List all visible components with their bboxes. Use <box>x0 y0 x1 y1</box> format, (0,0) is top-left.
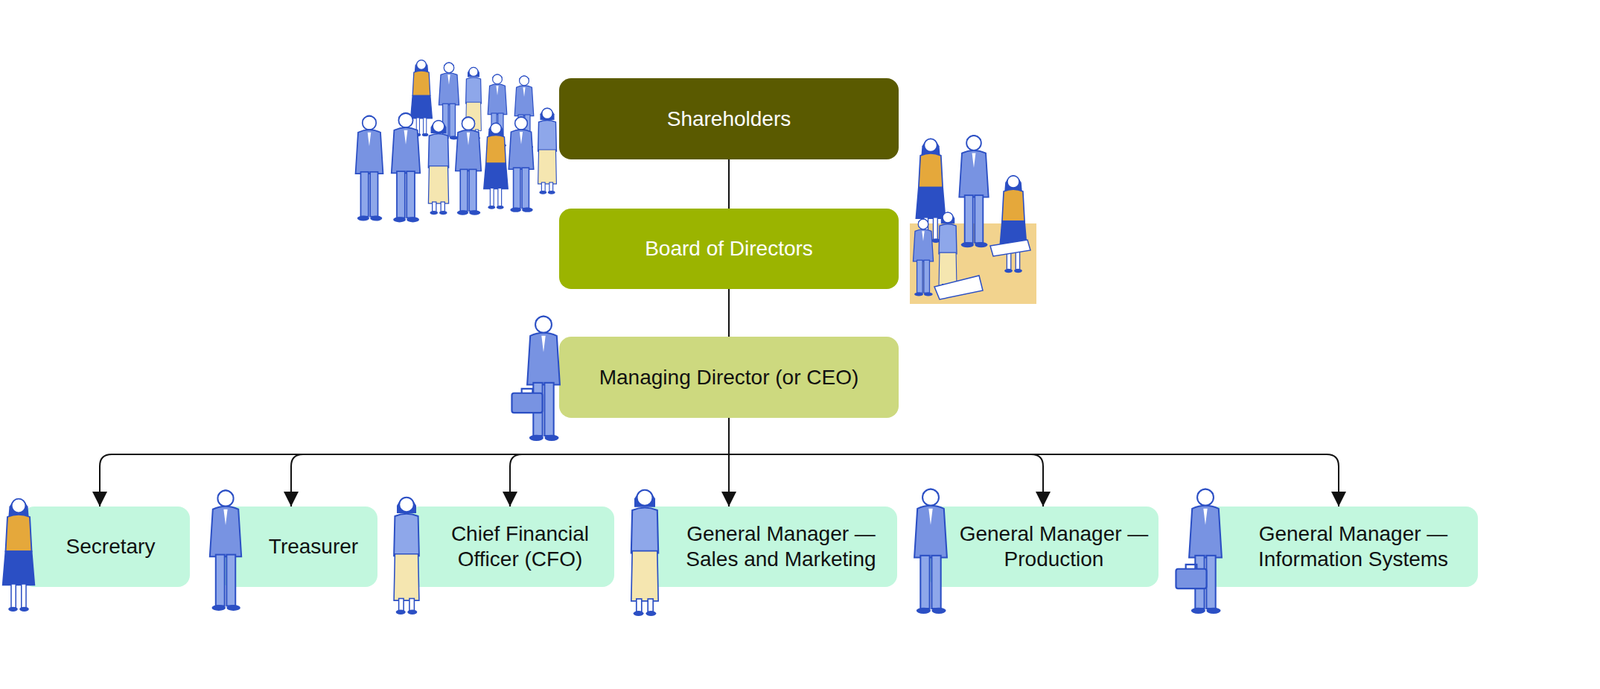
manager-box: General Manager — Information Systems <box>1206 506 1478 587</box>
ceo-figure <box>511 314 560 441</box>
box-label: Chief Financial Officer (CFO) <box>431 521 609 572</box>
shareholder-crowd <box>355 59 557 222</box>
officer-box: Chief Financial Officer (CFO) <box>408 506 615 587</box>
person-figure <box>999 174 1028 273</box>
staff-figures <box>2 487 1222 616</box>
person-figure <box>938 212 957 296</box>
manager-box: General Manager — Production <box>928 506 1159 587</box>
briefcase <box>511 388 543 413</box>
reporting-line <box>728 159 730 209</box>
reporting-line <box>728 288 730 337</box>
box-label: General Manager — Information Systems <box>1234 521 1472 572</box>
executive-box: Managing Director (or CEO) <box>559 336 899 418</box>
box-label: Board of Directors <box>644 236 814 262</box>
person-figure <box>487 73 508 147</box>
person-figure <box>958 134 988 248</box>
briefcase <box>1175 564 1207 589</box>
reporting-line <box>99 417 729 507</box>
box-label: Shareholders <box>667 106 792 132</box>
person-figure <box>355 115 384 222</box>
manager-box: General Manager — Sales and Marketing <box>642 506 898 587</box>
person-figure <box>915 138 945 243</box>
person-figure <box>455 116 481 215</box>
paper <box>934 275 983 300</box>
person-figure <box>527 314 560 441</box>
box-label: Treasurer <box>268 533 359 560</box>
person-figure <box>466 67 482 140</box>
person-figure <box>514 75 534 149</box>
reporting-line <box>728 417 1339 507</box>
owner-box: Shareholders <box>559 78 899 160</box>
box-label: General Manager — Sales and Marketing <box>670 521 892 572</box>
meeting-table <box>909 223 1037 304</box>
board-meeting <box>909 134 1037 304</box>
person-figure <box>391 112 420 223</box>
person-figure <box>538 107 557 195</box>
box-label: General Manager — Production <box>955 521 1153 572</box>
person-figure <box>438 61 459 140</box>
paper <box>990 239 1031 257</box>
reporting-line <box>510 417 729 507</box>
officer-box: Secretary <box>22 506 190 587</box>
person-figure <box>428 119 449 215</box>
box-label: Managing Director (or CEO) <box>599 364 860 391</box>
person-figure <box>508 116 534 213</box>
reporting-line <box>728 417 1044 507</box>
person-figure <box>410 59 433 137</box>
officer-box: Treasurer <box>219 506 378 587</box>
box-label: Secretary <box>66 533 156 560</box>
reporting-line <box>291 417 729 507</box>
person-figure <box>483 122 508 210</box>
person-figure <box>912 218 933 296</box>
board-box: Board of Directors <box>559 208 899 289</box>
